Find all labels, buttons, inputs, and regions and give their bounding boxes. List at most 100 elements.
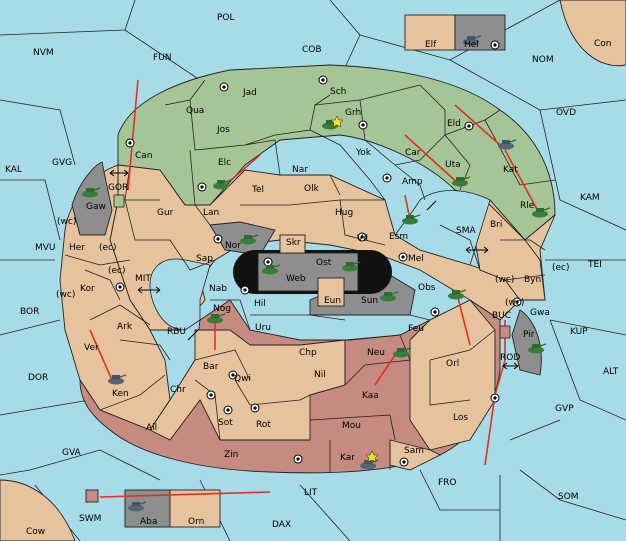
stars — [330, 115, 379, 463]
label-orn: Orn — [188, 517, 204, 527]
label-qwi: Qwi — [234, 374, 251, 384]
tank-icon[interactable] — [528, 343, 547, 354]
tank-icon[interactable] — [380, 291, 399, 302]
tank-icon[interactable] — [108, 374, 127, 385]
tank-icon[interactable] — [207, 313, 226, 324]
label-ken: Ken — [112, 389, 129, 399]
province-pir[interactable] — [511, 309, 542, 376]
label-feu: Feu — [408, 324, 424, 334]
province-gaw[interactable] — [71, 161, 113, 236]
units — [82, 35, 551, 512]
province-orn[interactable] — [169, 489, 221, 528]
label-pir: Pir — [523, 330, 535, 340]
label-bri: Bri — [490, 220, 502, 230]
label-gvg: GVG — [52, 158, 72, 168]
label-sma: SMA — [456, 226, 476, 236]
land-labels: Elf Hel Jad Sch Qua Jos Grh Eld Can Elc … — [69, 40, 550, 527]
label-cob: COB — [302, 45, 322, 55]
label-sam: Sam — [404, 446, 424, 456]
label-amp: Amp — [402, 177, 423, 187]
label-neu: Neu — [367, 348, 385, 358]
label-fun: FUN — [153, 53, 172, 63]
label-esm: Esm — [389, 232, 408, 242]
tank-icon[interactable] — [452, 176, 471, 187]
label-ver: Ver — [84, 343, 99, 353]
province-eun[interactable] — [317, 277, 345, 307]
tank-icon[interactable] — [532, 207, 551, 218]
label-rle: Rle — [520, 201, 535, 211]
coast-label: (ec) — [552, 263, 570, 273]
sea-sma-lake — [394, 190, 491, 266]
coast-label: (wc) — [505, 298, 524, 308]
label-kam: KAM — [580, 193, 600, 203]
label-sun: Sun — [361, 296, 378, 306]
label-cow: Cow — [26, 527, 45, 537]
tank-icon[interactable] — [113, 194, 125, 208]
tank-icon[interactable] — [498, 139, 517, 150]
coast-labels: (wc) (ec) (ec) (wc) (wc) (ec) (wc) — [56, 217, 570, 308]
coast-label: (wc) — [495, 275, 514, 285]
tank-icon[interactable] — [402, 214, 421, 225]
label-grh: Grh — [345, 108, 361, 118]
tank-icon[interactable] — [240, 234, 259, 245]
supply-centres — [115, 40, 522, 467]
label-obs: Obs — [418, 283, 436, 293]
orders-layer — [89, 79, 541, 498]
label-nor: Nor — [225, 241, 241, 251]
label-skr: Skr — [286, 238, 301, 248]
label-nab: Nab — [209, 284, 227, 294]
label-pol: POL — [217, 13, 235, 23]
label-tel: Tel — [251, 185, 264, 195]
tank-icon[interactable] — [448, 289, 467, 300]
label-can: Can — [135, 151, 153, 161]
label-eld: Eld — [447, 119, 461, 129]
tank-icon[interactable] — [82, 187, 101, 198]
label-sch: Sch — [330, 87, 346, 97]
label-ark: Ark — [117, 322, 133, 332]
label-her: Her — [69, 243, 85, 253]
connection-arrows — [109, 169, 519, 370]
tank-icon[interactable] — [213, 179, 232, 190]
label-car: Car — [405, 148, 421, 158]
tank-icon[interactable] — [262, 264, 281, 275]
label-nil: Nil — [314, 370, 326, 380]
label-rot: Rot — [256, 420, 271, 430]
label-rod: ROD — [500, 353, 520, 363]
label-sap: Sap — [196, 254, 213, 264]
label-ost: Ost — [316, 258, 332, 268]
label-aba: Aba — [140, 517, 157, 527]
tank-icon[interactable] — [393, 347, 412, 358]
label-nog: Nog — [213, 304, 231, 314]
label-bar: Bar — [203, 362, 219, 372]
province-con[interactable] — [559, 0, 626, 67]
label-elc: Elc — [218, 158, 231, 168]
label-kup: KUP — [570, 327, 588, 337]
label-ail: Ail — [146, 423, 157, 433]
label-byn: Byn — [524, 275, 541, 285]
main-continent — [59, 64, 556, 474]
swm-marker — [85, 489, 99, 503]
tank-icon[interactable] — [342, 261, 361, 272]
label-orl: Orl — [446, 359, 459, 369]
label-kar: Kar — [340, 453, 355, 463]
label-gur: Gur — [157, 208, 174, 218]
tank-icon[interactable] — [128, 501, 147, 512]
label-dor: DOR — [28, 373, 48, 383]
label-gwa: Gwa — [530, 308, 550, 318]
label-hel: Hel — [464, 40, 479, 50]
province-borders — [64, 79, 556, 472]
label-uru: Uru — [255, 323, 271, 333]
coast-label: (wc) — [57, 217, 76, 227]
coast-label: (ec) — [108, 266, 126, 276]
province-skr[interactable] — [279, 234, 306, 254]
tank-icon[interactable] — [499, 325, 511, 339]
tank-icon[interactable] — [463, 35, 482, 46]
province-elf[interactable] — [404, 14, 456, 51]
star-icon — [330, 115, 344, 128]
label-nar: Nar — [292, 165, 308, 175]
label-nvm: NVM — [33, 48, 54, 58]
label-bor: BOR — [20, 307, 39, 317]
